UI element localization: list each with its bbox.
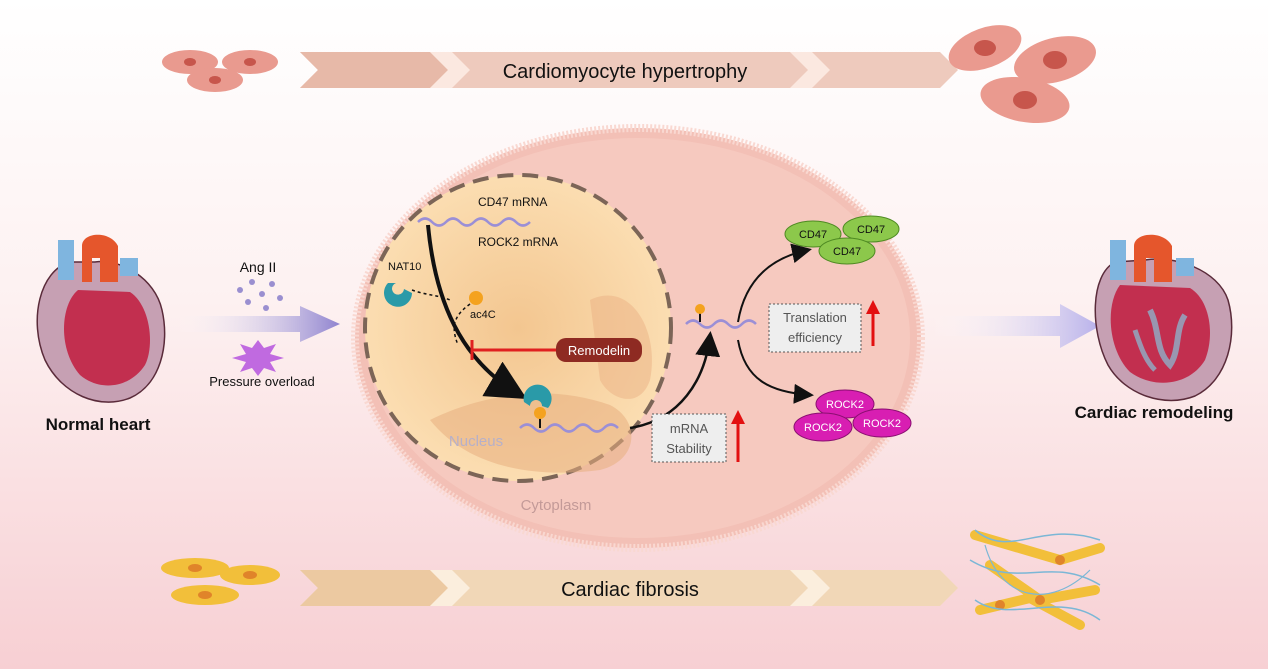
- normal-heart-icon: [36, 234, 166, 403]
- normal-heart-label: Normal heart: [46, 415, 151, 434]
- nat10-bound-icon: [523, 384, 552, 408]
- cd47-label-3: CD47: [833, 246, 861, 258]
- translation-line-2: efficiency: [788, 330, 842, 345]
- translation-line-1: Translation: [783, 310, 847, 325]
- cd47-mrna-label: CD47 mRNA: [478, 195, 547, 209]
- top-banner-label: Cardiomyocyte hypertrophy: [503, 61, 748, 83]
- output-arrow: [930, 304, 1100, 348]
- stability-line-1: mRNA: [670, 421, 709, 436]
- bottom-banner-label: Cardiac fibrosis: [561, 579, 699, 601]
- rock2-protein-cluster: ROCK2 ROCK2 ROCK2: [793, 389, 912, 442]
- rock2-mrna-label: ROCK2 mRNA: [478, 235, 558, 249]
- ang-ii-label: Ang II: [240, 259, 277, 275]
- mrna-strand-cytoplasmic: [685, 319, 757, 329]
- nat10-label: NAT10: [388, 261, 421, 273]
- pressure-overload-icon: [232, 340, 284, 376]
- fibrosis-network: [969, 529, 1105, 630]
- export-arrow: [629, 331, 721, 430]
- acetylation-arrow: [426, 224, 527, 400]
- cardiac-remodeling-label: Cardiac remodeling: [1075, 403, 1234, 422]
- remodelin-label: Remodelin: [568, 343, 630, 358]
- stability-line-2: Stability: [666, 441, 712, 456]
- cardiomyocytes-hypertrophic: [948, 25, 1096, 124]
- translation-arrow-cd47: [737, 243, 812, 323]
- mrna-strand-nuclear: [417, 217, 531, 227]
- mrna-strand-acetylated: [519, 423, 619, 433]
- ac4c-label: ac4C: [470, 309, 496, 321]
- cd47-protein-cluster: CD47 CD47 CD47: [784, 215, 900, 265]
- rock2-label-1: ROCK2: [826, 399, 864, 411]
- fibroblasts-small: [161, 558, 280, 605]
- cd47-label-1: CD47: [799, 229, 827, 241]
- remodelin-badge: [556, 338, 642, 362]
- pressure-overload-label: Pressure overload: [209, 374, 315, 389]
- cytoplasm-label: Cytoplasm: [521, 497, 592, 514]
- cardiomyocytes-small: [162, 50, 278, 92]
- input-arrow: [175, 306, 340, 342]
- stability-box: [651, 413, 727, 463]
- translation-box: [768, 303, 862, 353]
- ac4c-icon: [469, 291, 483, 305]
- translation-arrow-rock2: [737, 339, 814, 404]
- nat10-icon: [384, 283, 412, 307]
- nucleus-label: Nucleus: [449, 433, 503, 450]
- ang-ii-particles: [237, 279, 283, 311]
- rock2-label-3: ROCK2: [863, 418, 901, 430]
- bottom-banner: Cardiac fibrosis: [300, 570, 958, 606]
- cd47-label-2: CD47: [857, 224, 885, 236]
- remodeled-heart-icon: [1094, 234, 1233, 402]
- rock2-label-2: ROCK2: [804, 422, 842, 434]
- top-banner: Cardiomyocyte hypertrophy: [300, 52, 958, 88]
